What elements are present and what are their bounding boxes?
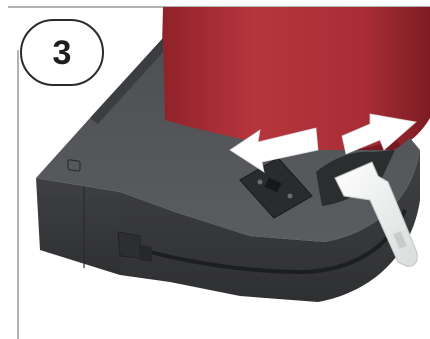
port-screw-2 (288, 194, 293, 199)
front-latch (118, 232, 140, 258)
step-badge: 3 (20, 19, 104, 86)
port-screw-1 (258, 180, 263, 185)
base-front-face (36, 178, 120, 275)
step-number: 3 (53, 36, 72, 70)
front-latch-tab (140, 245, 152, 262)
